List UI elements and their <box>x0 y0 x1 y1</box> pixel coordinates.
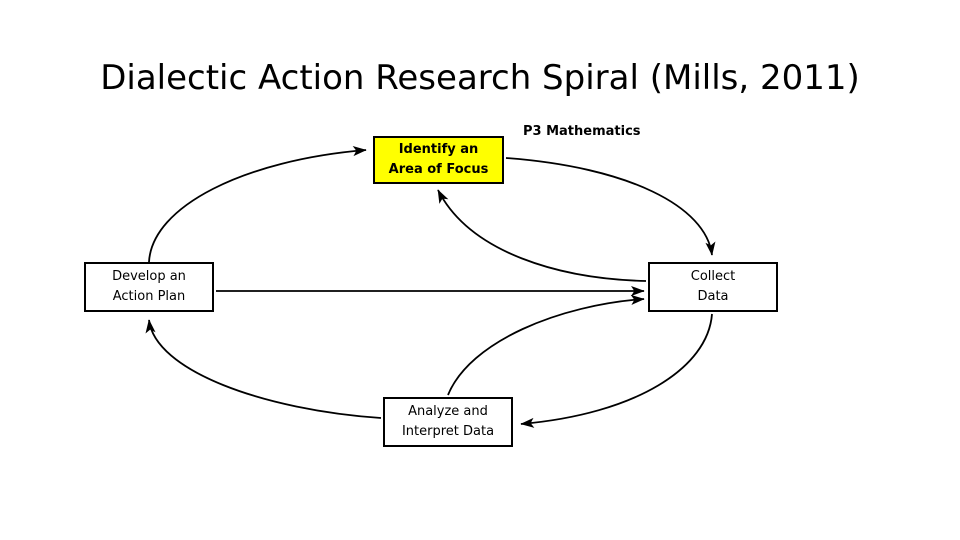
annotation-p3-mathematics: P3 Mathematics <box>523 124 641 139</box>
node-collect-line1: Collect <box>690 268 736 284</box>
node-collect-line2: Data <box>697 289 729 304</box>
connector-analyze-to-collect-inner <box>447 294 645 396</box>
node-develop-line1: Develop an <box>112 268 186 284</box>
connector-collect-to-identify-inner <box>437 189 647 282</box>
connector-analyze-to-develop <box>145 319 382 419</box>
page-title: Dialectic Action Research Spiral (Mills,… <box>100 58 860 98</box>
node-identify-line2: Area of Focus <box>388 162 489 177</box>
node-identify-area-of-focus[interactable]: Identify an Area of Focus <box>373 136 504 184</box>
node-collect-data[interactable]: Collect Data <box>648 262 778 312</box>
node-develop-action-plan[interactable]: Develop an Action Plan <box>84 262 214 312</box>
node-analyze-line2: Interpret Data <box>401 424 495 439</box>
node-identify-line1: Identify an <box>398 141 479 157</box>
node-develop-line2: Action Plan <box>112 289 186 304</box>
node-analyze-interpret-data[interactable]: Analyze and Interpret Data <box>383 397 513 447</box>
connector-collect-to-analyze <box>520 313 713 428</box>
connector-identify-to-collect <box>505 157 716 256</box>
node-analyze-line1: Analyze and <box>408 403 488 419</box>
connector-develop-to-identify <box>148 146 367 263</box>
